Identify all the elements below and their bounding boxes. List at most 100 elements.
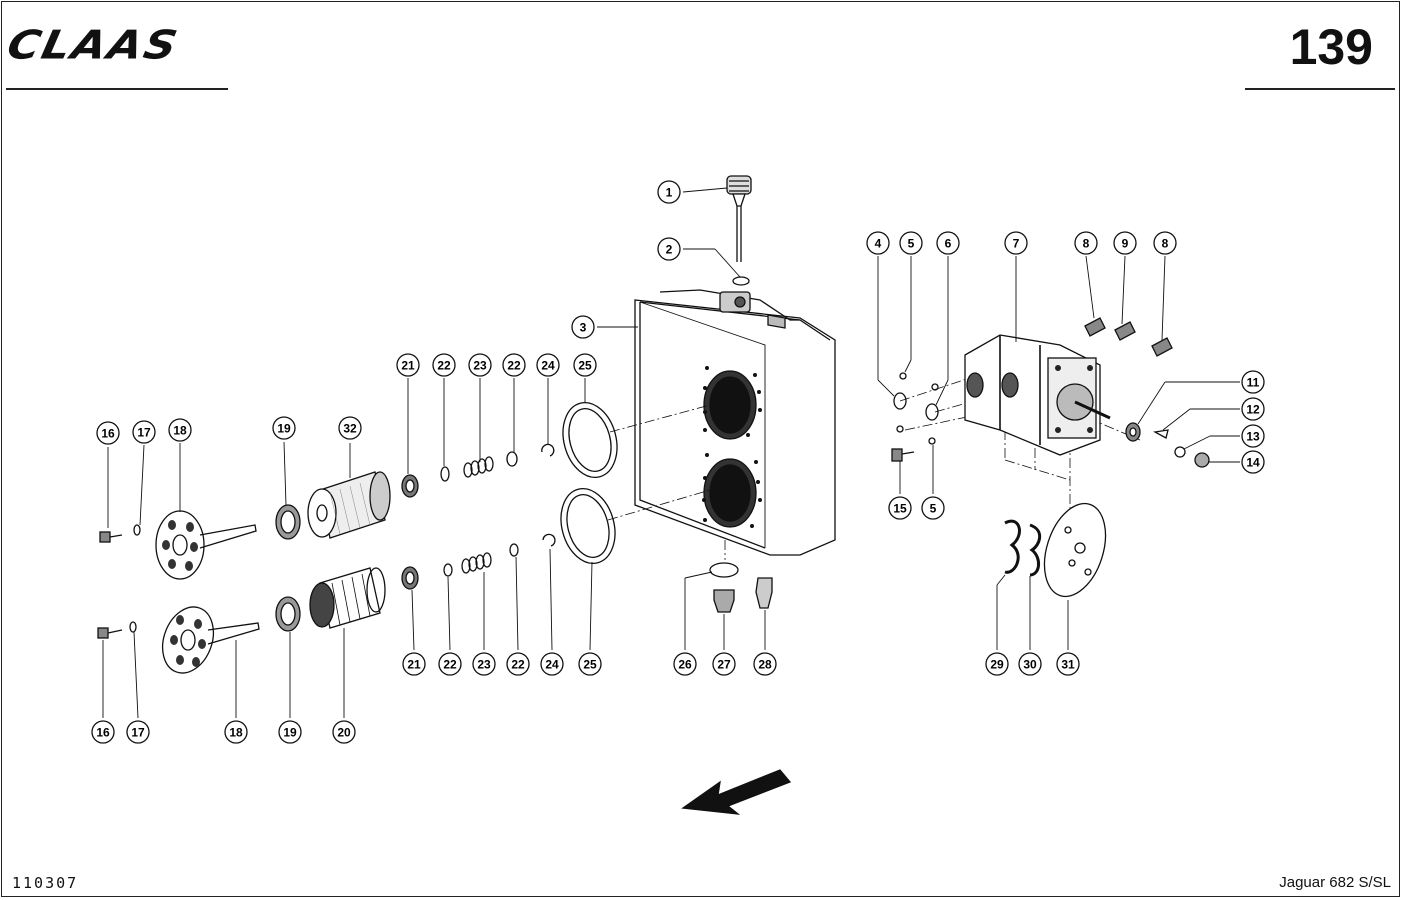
callout-circle (438, 652, 462, 676)
callout-6: 6 (936, 231, 960, 255)
callout-4: 4 (866, 231, 890, 255)
callout-circle (888, 496, 912, 520)
callout-circle (673, 652, 697, 676)
callout-circle (866, 231, 890, 255)
callout-label: 19 (277, 422, 291, 436)
part-fitting-9 (1114, 321, 1136, 341)
callout-circle (1074, 231, 1098, 255)
callout-circle (502, 353, 526, 377)
callout-label: 22 (511, 658, 525, 672)
callout-circle (168, 418, 192, 442)
callout-22: 22 (502, 353, 526, 377)
callout-label: 17 (137, 426, 151, 440)
callout-label: 25 (583, 658, 597, 672)
callout-19: 19 (278, 720, 302, 744)
part-fitting-8-b (1151, 337, 1173, 357)
callout-circle (396, 353, 420, 377)
callout-label: 29 (990, 658, 1004, 672)
callout-circle (657, 237, 681, 261)
callout-label: 23 (477, 658, 491, 672)
callout-circle (1241, 370, 1265, 394)
part-washer-22-upper-a (440, 466, 450, 482)
callout-label: 27 (717, 658, 731, 672)
part-gasket-25-lower (560, 488, 616, 564)
callout-label: 5 (908, 237, 915, 251)
part-seal-21-upper (401, 474, 419, 498)
callout-circle (712, 652, 736, 676)
callout-circle (536, 353, 560, 377)
callout-30: 30 (1018, 652, 1042, 676)
part-washer-13 (1174, 446, 1186, 458)
callout-23: 23 (472, 652, 496, 676)
callout-11: 11 (1241, 370, 1265, 394)
callout-label: 24 (541, 359, 555, 373)
part-washer-17-lower (129, 621, 137, 633)
part-bolt-15 (891, 448, 915, 462)
callout-circle (402, 652, 426, 676)
callout-label: 16 (101, 427, 115, 441)
callout-circle (985, 652, 1009, 676)
part-tank (634, 289, 836, 556)
part-seal-21-lower (401, 566, 419, 590)
callout-24: 24 (540, 652, 564, 676)
part-cover-18-upper (155, 510, 257, 580)
callout-label: 1 (666, 186, 673, 200)
callout-circle (506, 652, 530, 676)
callout-label: 24 (545, 658, 559, 672)
direction-arrow (681, 769, 792, 815)
part-o-ring-5 (899, 372, 939, 391)
callout-9: 9 (1113, 231, 1137, 255)
callout-label: 11 (1247, 376, 1260, 390)
callout-label: 19 (283, 726, 297, 740)
callout-circle (132, 420, 156, 444)
part-seal-19-upper (275, 504, 301, 540)
callout-5: 5 (899, 231, 923, 255)
callout-circle (472, 652, 496, 676)
callout-label: 21 (407, 658, 421, 672)
callout-circle (1018, 652, 1042, 676)
part-filter-element-32 (307, 471, 391, 539)
callout-label: 31 (1061, 658, 1075, 672)
callout-circle (1241, 424, 1265, 448)
callout-circle (899, 231, 923, 255)
callout-circle (91, 720, 115, 744)
callout-24: 24 (536, 353, 560, 377)
part-bolt-16-lower (97, 627, 123, 639)
callout-label: 8 (1162, 237, 1169, 251)
callout-label: 28 (758, 658, 772, 672)
callout-circle (1113, 231, 1137, 255)
callout-18: 18 (224, 720, 248, 744)
callout-8: 8 (1074, 231, 1098, 255)
callout-5: 5 (921, 496, 945, 520)
callout-1: 1 (657, 180, 681, 204)
callout-circle (332, 720, 356, 744)
part-spring-23-lower (461, 552, 492, 574)
callout-16: 16 (91, 720, 115, 744)
callout-label: 18 (173, 424, 187, 438)
callout-label: 32 (343, 422, 357, 436)
callout-28: 28 (753, 652, 777, 676)
callout-circle (753, 652, 777, 676)
callout-label: 5 (930, 502, 937, 516)
callout-circle (224, 720, 248, 744)
callout-circle (578, 652, 602, 676)
callout-15: 15 (888, 496, 912, 520)
part-ring-24-upper (541, 443, 555, 457)
callout-circle (1056, 652, 1080, 676)
part-strainer-20 (309, 567, 386, 629)
callout-circle (1004, 231, 1028, 255)
callout-22: 22 (438, 652, 462, 676)
callout-label: 6 (945, 237, 952, 251)
part-hydraulic-pump (964, 334, 1111, 456)
part-seal-26 (709, 562, 739, 578)
callout-circle (468, 353, 492, 377)
callout-circle (272, 416, 296, 440)
part-seal-19-lower (275, 596, 301, 632)
callout-17: 17 (126, 720, 150, 744)
callout-circle (1241, 450, 1265, 474)
part-gasket-25-upper (562, 402, 618, 478)
callout-17: 17 (132, 420, 156, 444)
callout-label: 26 (678, 658, 692, 672)
